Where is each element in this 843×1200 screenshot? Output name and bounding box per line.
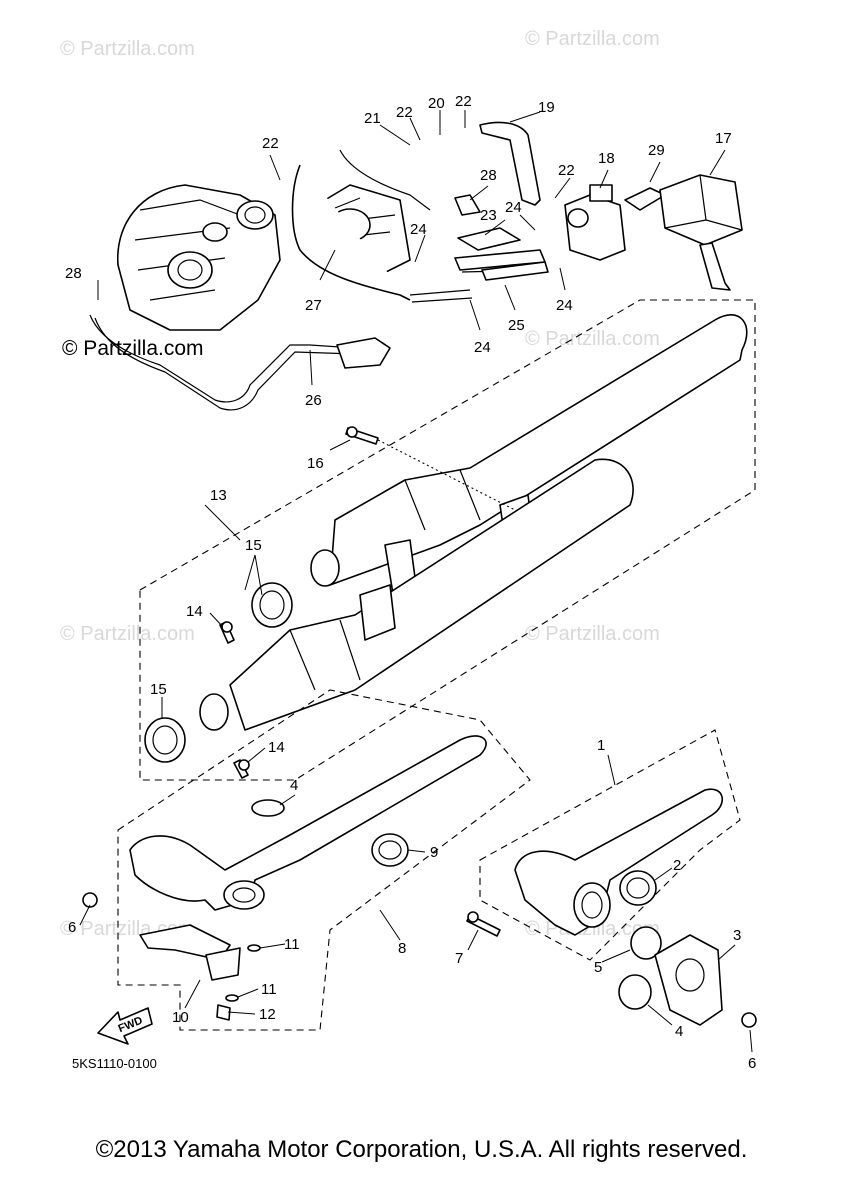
assembly-13-outline xyxy=(139,299,756,781)
copyright-notice: ©2013 Yamaha Motor Corporation, U.S.A. A… xyxy=(95,1136,748,1163)
engine-head-drawing xyxy=(117,184,281,331)
assembly-8-outline xyxy=(117,689,531,1031)
callout-29: 29 xyxy=(648,142,665,159)
callout-22: 22 xyxy=(455,93,472,110)
callout-28: 28 xyxy=(480,167,497,184)
muffler-bolts xyxy=(219,426,379,779)
callout-15: 15 xyxy=(245,537,262,554)
callout-19: 19 xyxy=(538,99,555,116)
callout-4: 4 xyxy=(290,777,298,794)
callout-1: 1 xyxy=(597,737,605,754)
callout-16: 16 xyxy=(307,455,324,472)
leader-lines xyxy=(79,110,753,1053)
watermark: © Partzilla.com xyxy=(525,328,660,350)
callout-22: 22 xyxy=(396,104,413,121)
callout-24: 24 xyxy=(474,339,491,356)
callout-labels: 22 21 22 20 22 19 22 18 29 17 28 23 24 2… xyxy=(65,93,756,1072)
callout-24: 24 xyxy=(505,199,522,216)
callout-18: 18 xyxy=(598,150,615,167)
callout-23: 23 xyxy=(480,207,497,224)
callout-4: 4 xyxy=(675,1023,683,1040)
callout-24: 24 xyxy=(556,297,573,314)
exhaust-pipe-front xyxy=(129,735,487,981)
gaskets-and-joints xyxy=(251,799,662,1010)
callout-2: 2 xyxy=(673,857,681,874)
callout-14: 14 xyxy=(186,603,203,620)
pipe-fasteners xyxy=(82,892,757,1028)
air-filter-case xyxy=(659,174,743,291)
callout-3: 3 xyxy=(733,927,741,944)
callout-22: 22 xyxy=(558,162,575,179)
diagram-code: 5KS1110-0100 xyxy=(72,1056,157,1071)
callout-11: 11 xyxy=(261,981,277,998)
callout-8: 8 xyxy=(398,940,406,957)
callout-11: 11 xyxy=(284,936,300,953)
callout-6: 6 xyxy=(748,1055,756,1072)
callout-26: 26 xyxy=(305,392,322,409)
exhaust-joint-3 xyxy=(654,934,723,1026)
callout-24: 24 xyxy=(410,221,427,238)
callout-28: 28 xyxy=(65,265,82,282)
callout-15: 15 xyxy=(150,681,167,698)
callout-17: 17 xyxy=(715,130,732,147)
callout-6: 6 xyxy=(68,919,76,936)
callout-5: 5 xyxy=(594,959,602,976)
watermark: © Partzilla.com xyxy=(525,28,660,50)
callout-27: 27 xyxy=(305,297,322,314)
watermark: © Partzilla.com xyxy=(525,623,660,645)
callout-7: 7 xyxy=(455,950,463,967)
muffler-lower xyxy=(199,458,634,731)
callout-14: 14 xyxy=(268,739,285,756)
callout-25: 25 xyxy=(508,317,525,334)
watermark: © Partzilla.com xyxy=(60,38,195,60)
callout-12: 12 xyxy=(259,1006,276,1023)
callout-21: 21 xyxy=(364,110,381,127)
watermark-dark: © Partzilla.com xyxy=(62,337,204,360)
air-induction-hoses xyxy=(89,121,549,411)
callout-10: 10 xyxy=(172,1009,189,1026)
callout-9: 9 xyxy=(430,844,438,861)
assembly-1-outline xyxy=(479,729,741,961)
bolt-16-line xyxy=(377,439,516,511)
callout-20: 20 xyxy=(428,95,445,112)
callout-22: 22 xyxy=(262,135,279,152)
watermark: © Partzilla.com xyxy=(60,623,195,645)
fwd-arrow-icon: FWD xyxy=(97,1007,153,1045)
exhaust-pipe-rear xyxy=(514,788,723,936)
reed-valve-assembly xyxy=(564,184,666,261)
callout-13: 13 xyxy=(210,487,227,504)
